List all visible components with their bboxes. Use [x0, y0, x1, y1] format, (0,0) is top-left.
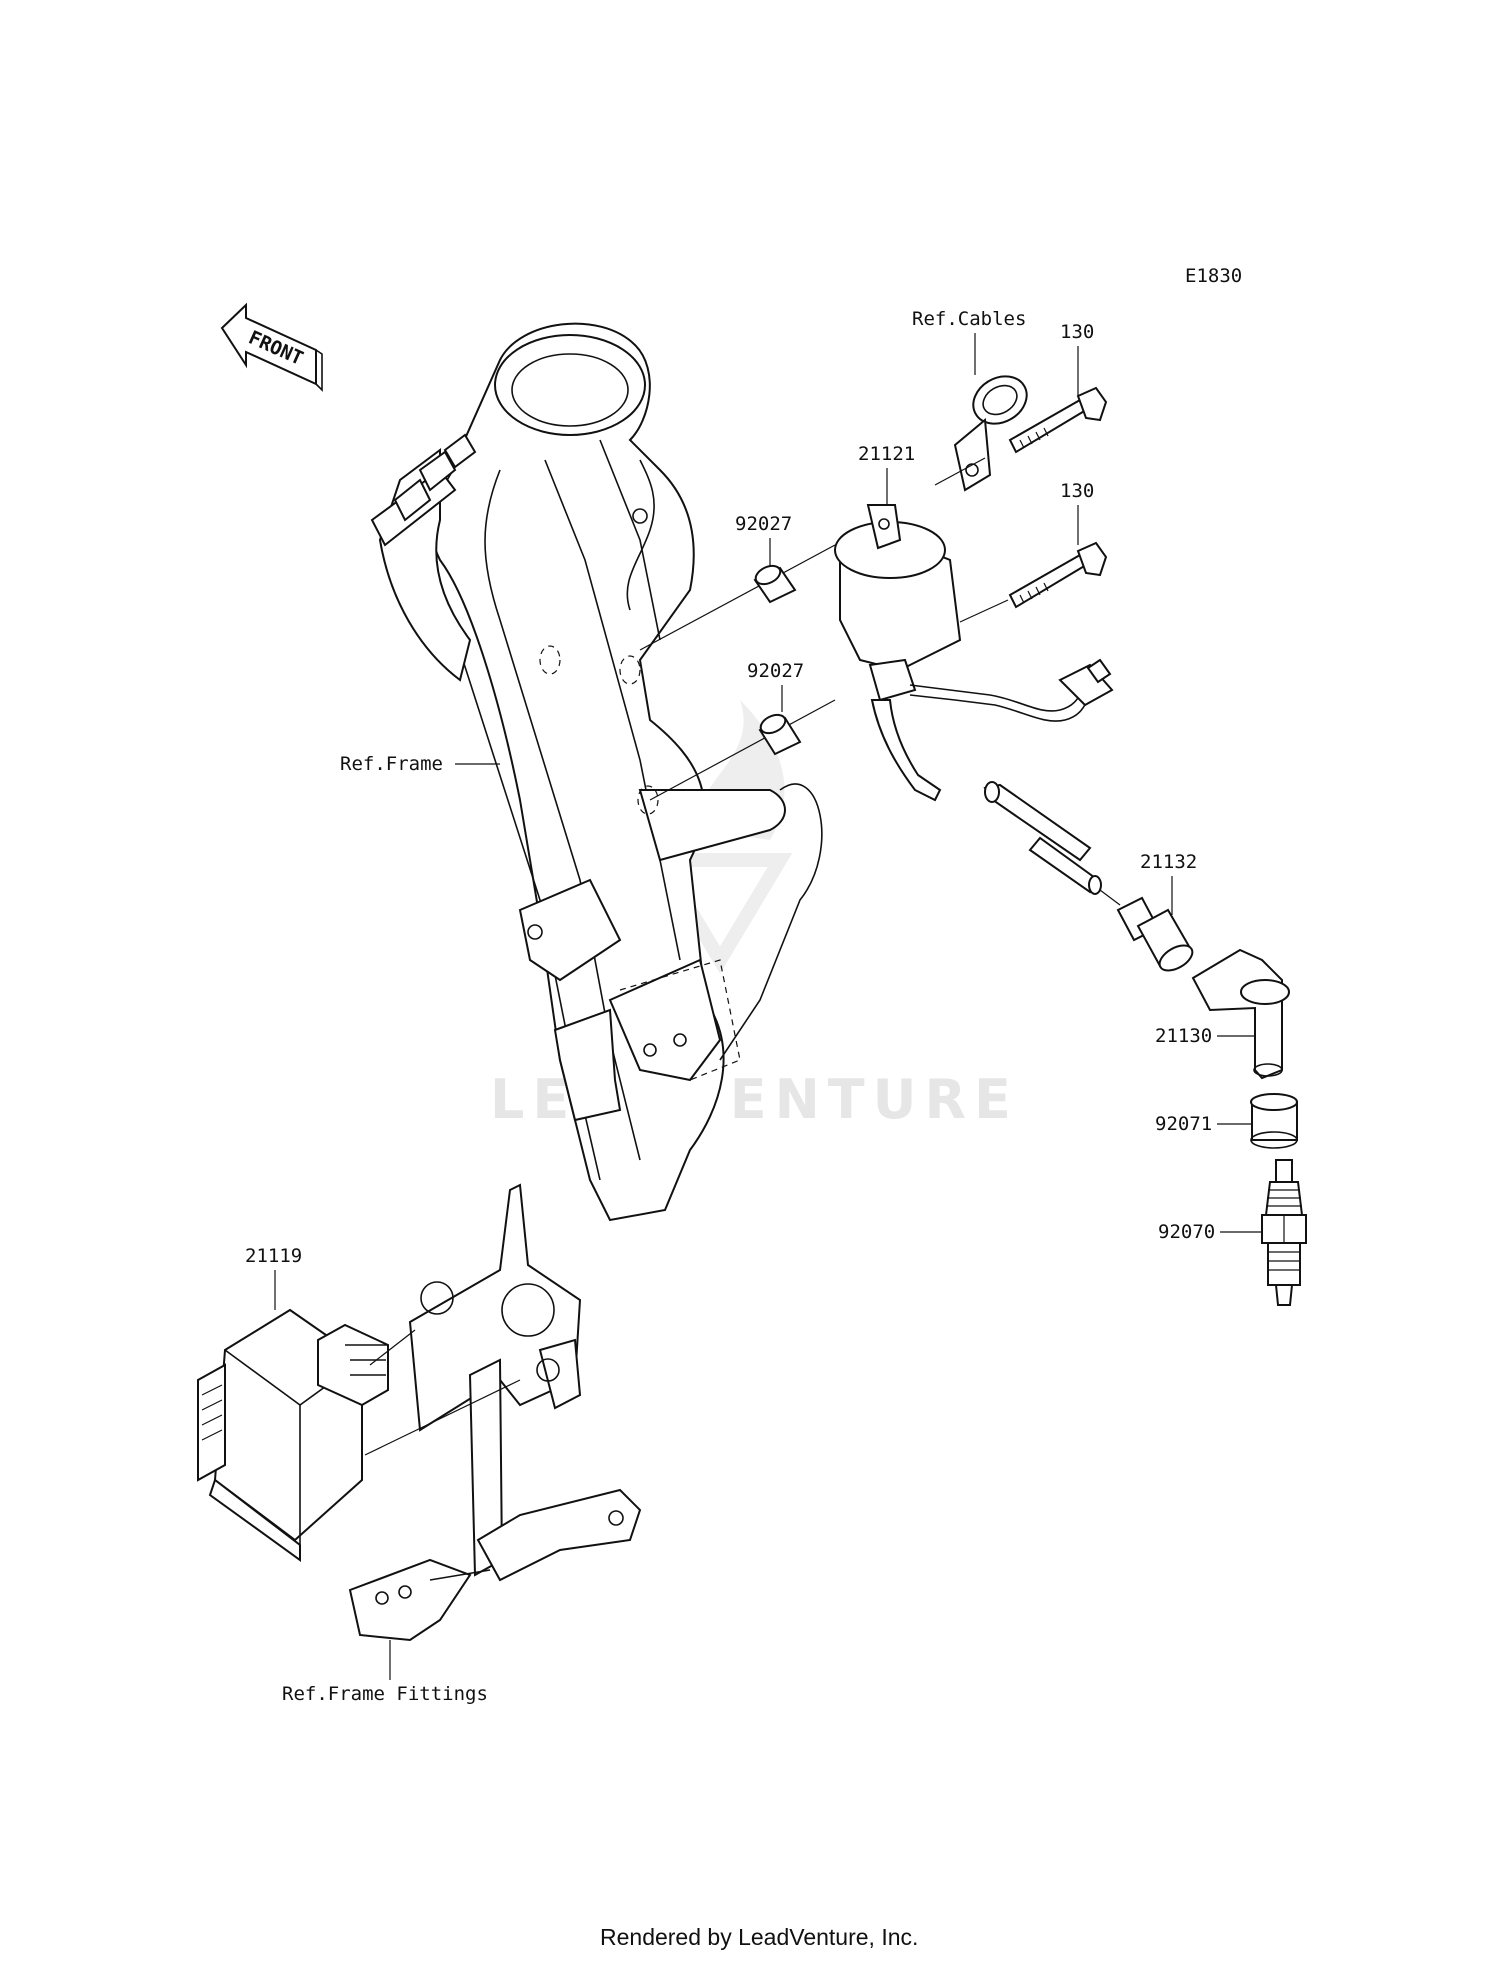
bolt-lower-axis — [959, 599, 1009, 623]
collar-upper[interactable] — [753, 562, 797, 604]
ref-frame-fittings-label: Ref.Frame Fittings — [282, 1683, 488, 1705]
cap-seal-92071[interactable] — [1250, 1093, 1298, 1149]
front-arrow-icon: FRONT — [220, 302, 323, 392]
collar-lower[interactable] — [758, 711, 802, 756]
bolt-lower[interactable] — [1008, 541, 1108, 609]
bolt-upper-label: 130 — [1060, 321, 1094, 343]
igniter-axis-lower — [364, 1379, 521, 1456]
igniter-label: 21119 — [245, 1245, 302, 1267]
ignition-coil[interactable] — [834, 504, 1114, 802]
ref-cables-label: Ref.Cables — [912, 308, 1026, 330]
seal-label: 21132 — [1140, 851, 1197, 873]
high-tension-lead[interactable] — [983, 781, 1121, 906]
igniter-axis-upper — [369, 1329, 416, 1366]
coil-label: 21121 — [858, 443, 915, 465]
cable-clamp[interactable] — [953, 367, 1035, 492]
bolt-lower-label: 130 — [1060, 480, 1094, 502]
spark-plug-label: 92070 — [1158, 1221, 1215, 1243]
ref-frame-label: Ref.Frame — [340, 753, 443, 775]
bolt-upper[interactable] — [1008, 386, 1108, 454]
footer-credit: Rendered by LeadVenture, Inc. — [600, 1924, 918, 1950]
cap-seal-label: 92071 — [1155, 1113, 1212, 1135]
spark-plug-cap[interactable] — [1191, 948, 1290, 1080]
frame-drawing — [370, 322, 823, 1222]
bolt-upper-axis — [934, 457, 986, 486]
seal-21132[interactable] — [1116, 896, 1197, 976]
diagram-code: E1830 — [1185, 265, 1242, 287]
frame-fitting-bracket[interactable] — [348, 1183, 642, 1642]
coil-axis-upper — [639, 544, 836, 651]
igniter[interactable] — [197, 1308, 389, 1562]
plug-cap-label: 21130 — [1155, 1025, 1212, 1047]
collar-upper-label: 92027 — [735, 513, 792, 535]
coil-axis-lower — [649, 699, 836, 801]
spark-plug[interactable] — [1261, 1159, 1307, 1306]
collar-lower-label: 92027 — [747, 660, 804, 682]
